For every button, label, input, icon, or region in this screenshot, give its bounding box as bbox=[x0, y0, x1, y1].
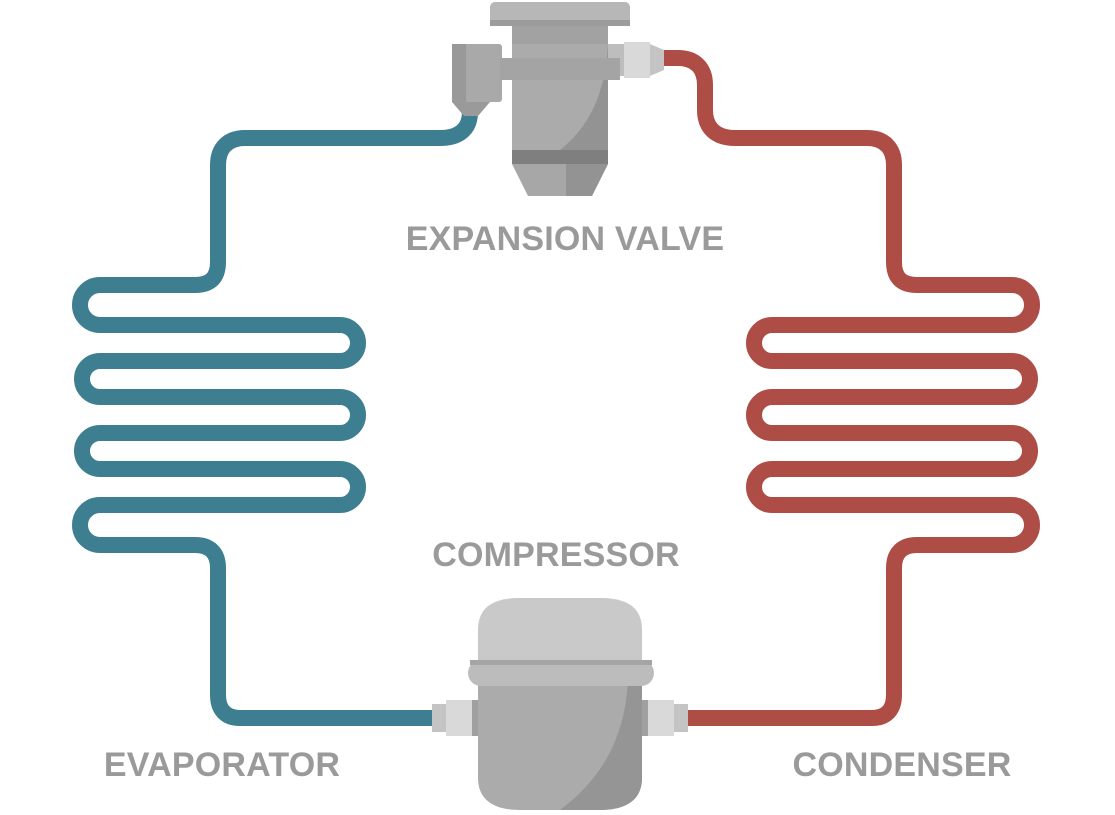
compressor-icon bbox=[432, 598, 688, 810]
condenser-pipe bbox=[652, 50, 1040, 726]
expansion-valve-icon bbox=[452, 2, 664, 196]
compressor-label: COMPRESSOR bbox=[432, 536, 680, 574]
evaporator-pipe bbox=[72, 104, 478, 726]
evaporator-label: EVAPORATOR bbox=[103, 746, 341, 784]
condenser-label: CONDENSER bbox=[792, 746, 1012, 784]
expansion-valve-label: EXPANSION VALVE bbox=[405, 220, 725, 258]
